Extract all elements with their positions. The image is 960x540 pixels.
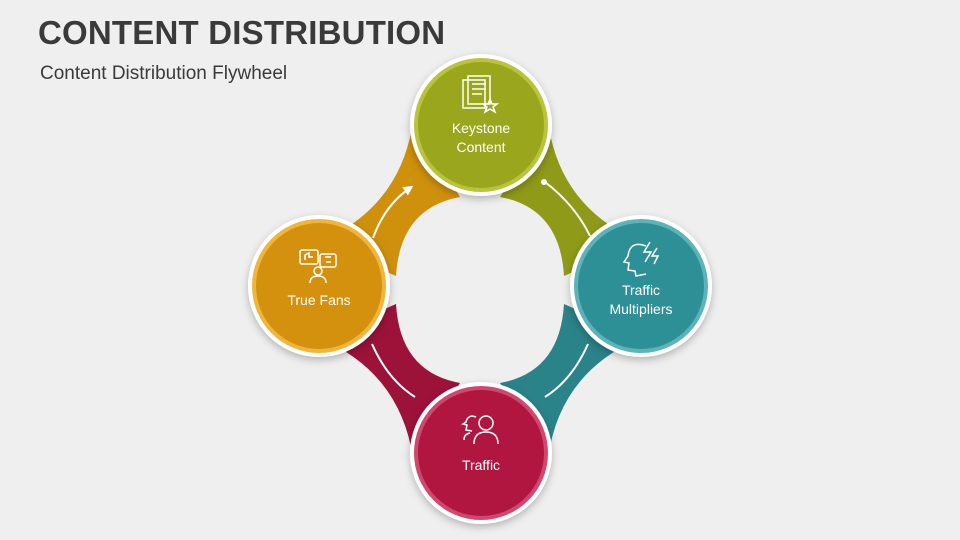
node-traffic <box>410 382 552 524</box>
page-subtitle: Content Distribution Flywheel <box>40 63 288 84</box>
label-keystone-line1: Keystone <box>452 120 511 136</box>
label-true-fans: True Fans <box>287 292 350 308</box>
label-multipliers-line1: Traffic <box>622 282 660 298</box>
node-keystone-content <box>410 54 552 196</box>
label-keystone-line2: Content <box>456 139 505 155</box>
flow-arrow-top-left <box>372 185 414 239</box>
head-lightning-icon <box>622 241 660 277</box>
flow-arc-bottom-right <box>544 343 589 398</box>
flow-arc-top-right <box>544 181 591 237</box>
person-likes-icon <box>299 249 337 284</box>
page-title: CONTENT DISTRIBUTION <box>38 14 446 51</box>
flow-dot <box>541 179 547 185</box>
node-true-fans <box>248 215 390 357</box>
document-star-icon <box>462 75 500 114</box>
label-traffic: Traffic <box>462 457 500 473</box>
label-multipliers-line2: Multipliers <box>609 301 672 317</box>
node-traffic-multipliers <box>570 215 712 357</box>
flow-arc-bottom-left <box>371 343 416 398</box>
person-group-icon <box>461 415 499 445</box>
